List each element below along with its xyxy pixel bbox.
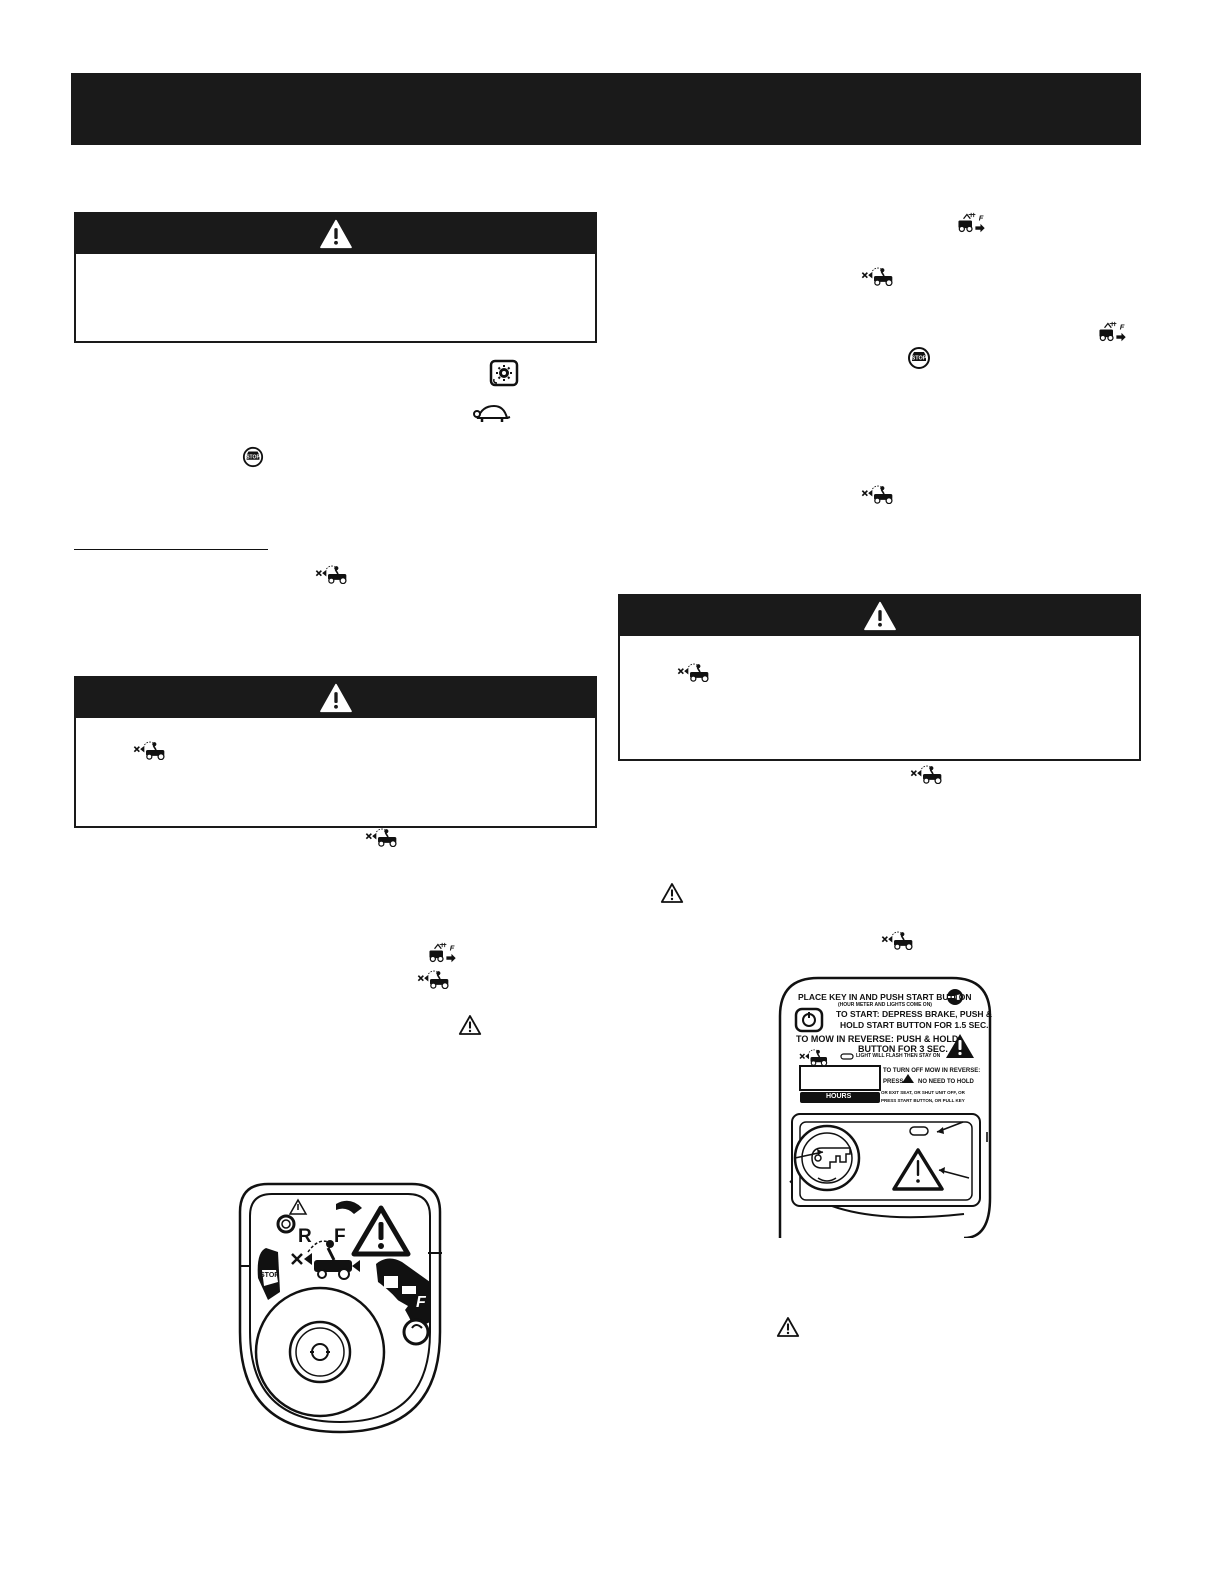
warning-triangle-icon — [319, 683, 353, 713]
hours-label: HOURS — [826, 1093, 852, 1100]
warning-box-3 — [618, 594, 1141, 761]
panel-callout-lines — [794, 1121, 988, 1179]
panel-line-4b-pre: PRESS — [883, 1079, 904, 1085]
warning-triangle-icon — [863, 601, 897, 631]
underline-rule — [74, 549, 268, 550]
panel-line-3-sub: LIGHT WILL FLASH THEN STAY ON — [856, 1053, 941, 1059]
stop-icon — [242, 446, 264, 468]
pto-engage-icon — [489, 359, 519, 387]
reverse-mow-icon — [676, 662, 714, 682]
forward-mow-label: F — [416, 1294, 426, 1311]
reverse-mow-icon — [860, 484, 898, 504]
panel-line-4b-post: NO NEED TO HOLD — [918, 1079, 974, 1085]
forward-mow-icon — [956, 212, 988, 234]
ignition-switch-figure: R F STOP F — [238, 1182, 442, 1434]
reverse-mow-icon — [314, 564, 352, 584]
panel-line-1: PLACE KEY IN AND PUSH START BUTTON — [798, 992, 972, 1002]
reverse-mow-icon — [798, 1048, 832, 1066]
stop-label: STOP — [260, 1272, 279, 1279]
panel-line-4a: TO TURN OFF MOW IN REVERSE: — [883, 1068, 981, 1074]
reverse-mow-icon — [132, 740, 170, 760]
stop-icon — [907, 346, 931, 370]
warning-box-2 — [74, 676, 597, 828]
panel-line-1-sub: (HOUR METER AND LIGHTS COME ON) — [838, 1002, 932, 1008]
warning-triangle-icon — [776, 1316, 800, 1338]
panel-line-3b: BUTTON FOR 3 SEC. — [858, 1044, 948, 1054]
reverse-mow-icon — [880, 930, 918, 950]
panel-line-2b: HOLD START BUTTON FOR 1.5 SEC. — [840, 1020, 989, 1030]
callout-line — [240, 1265, 250, 1267]
turtle-slow-icon — [473, 404, 511, 422]
panel-line-2a: TO START: DEPRESS BRAKE, PUSH & — [836, 1009, 993, 1019]
warning-box-2-header — [76, 678, 595, 718]
reverse-mow-icon — [909, 764, 947, 784]
callout-line — [428, 1252, 442, 1254]
warning-triangle-icon — [319, 219, 353, 249]
warning-triangle-icon — [458, 1014, 482, 1036]
reverse-mow-icon — [416, 969, 454, 989]
warning-box-3-header — [620, 596, 1139, 636]
forward-mow-icon — [427, 942, 459, 964]
panel-line-5b: PRESS START BUTTON, OR PULL KEY — [881, 1098, 965, 1103]
forward-label: F — [334, 1226, 346, 1247]
warning-triangle-icon — [660, 882, 684, 904]
reverse-mow-icon — [364, 827, 402, 847]
panel-line-3a: TO MOW IN REVERSE: PUSH & HOLD — [796, 1034, 959, 1044]
section-header-bar — [71, 73, 1141, 145]
warning-box-1-header — [76, 214, 595, 254]
panel-line-5a: OR EXIT SEAT, OR SHUT UNIT OFF, OR — [881, 1090, 965, 1095]
reverse-label: R — [298, 1226, 312, 1247]
warning-box-1 — [74, 212, 597, 343]
forward-mow-icon — [1097, 321, 1129, 343]
reverse-mow-icon — [860, 266, 898, 286]
